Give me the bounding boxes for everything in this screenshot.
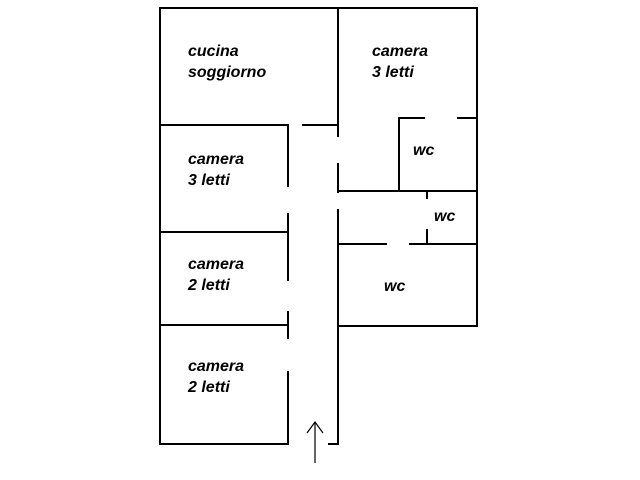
label-line-2: 2 letti (188, 379, 230, 396)
label-line-1: camera (188, 151, 245, 168)
label-line-1: camera (188, 358, 245, 375)
label-line-2: 2 letti (188, 277, 230, 294)
label-camera-top-right: camera 3 letti (372, 41, 428, 83)
label-line-1: camera (188, 256, 245, 273)
label-line-2: 3 letti (188, 172, 230, 189)
label-cucina-soggiorno: cucina soggiorno (188, 41, 266, 83)
label-line-1: camera (372, 43, 429, 60)
label-wc-2: wc (434, 208, 456, 225)
label-camera-left-3: camera 2 letti (188, 356, 244, 398)
label-line-2: 3 letti (372, 64, 414, 81)
label-camera-left-1: camera 3 letti (188, 149, 244, 191)
label-line-2: soggiorno (188, 64, 267, 81)
label-camera-left-2: camera 2 letti (188, 254, 244, 296)
label-line-1: cucina (188, 43, 239, 60)
label-wc-3: wc (384, 278, 406, 295)
entrance-arrow-head (306, 420, 324, 434)
label-wc-1: wc (413, 142, 435, 159)
